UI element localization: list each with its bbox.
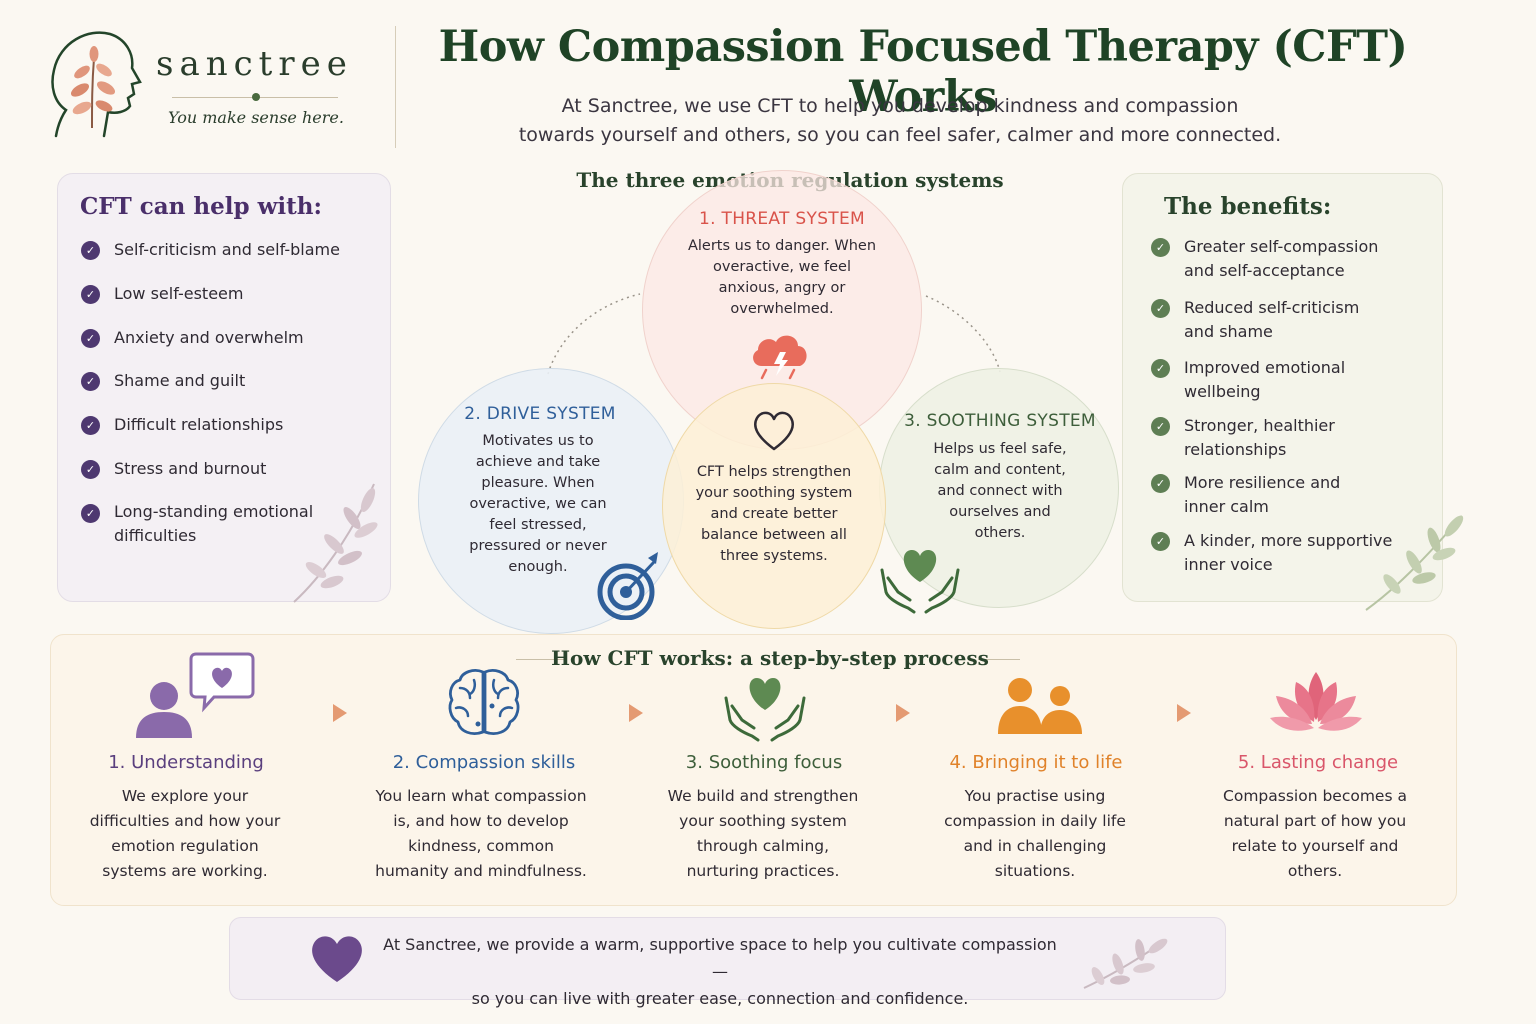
check-icon: ✓ bbox=[1151, 417, 1170, 436]
step-title: 3. Soothing focus bbox=[685, 752, 843, 773]
step-title: 2. Compassion skills bbox=[392, 752, 576, 773]
help-item: Shame and guilt bbox=[114, 371, 246, 390]
heart-icon bbox=[309, 932, 365, 988]
sanctree-logo-icon bbox=[48, 24, 144, 144]
benefit-item: Improved emotional wellbeing bbox=[1184, 358, 1346, 401]
leaf-sprig-icon bbox=[1082, 934, 1170, 994]
check-icon: ✓ bbox=[1151, 532, 1170, 551]
check-icon: ✓ bbox=[1151, 238, 1170, 257]
benefits-panel-title: The benefits: bbox=[1164, 193, 1332, 220]
step-text: Compassion becomes a natural part of how… bbox=[1223, 787, 1407, 880]
help-item: Self-criticism and self-blame bbox=[114, 240, 340, 259]
benefit-item: Stronger, healthier relationships bbox=[1184, 416, 1335, 459]
step-title: 5. Lasting change bbox=[1237, 752, 1399, 773]
center-balance-circle bbox=[662, 383, 886, 629]
help-panel-title: CFT can help with: bbox=[80, 193, 322, 220]
step-text: You practise using compassion in daily l… bbox=[944, 787, 1126, 880]
hands-heart-icon bbox=[878, 542, 962, 620]
check-icon: ✓ bbox=[81, 329, 100, 348]
heart-outline-icon bbox=[751, 409, 797, 457]
check-icon: ✓ bbox=[1151, 359, 1170, 378]
step-arrow-icon bbox=[629, 704, 643, 722]
step-title: 4. Bringing it to life bbox=[949, 752, 1123, 773]
center-balance-text: CFT helps strengthen your soothing syste… bbox=[695, 464, 853, 564]
person-speech-heart-icon bbox=[132, 648, 256, 744]
storm-cloud-icon bbox=[748, 330, 812, 386]
step-text: We build and strengthen your soothing sy… bbox=[667, 787, 859, 880]
header-divider bbox=[395, 26, 396, 148]
threat-system-text: Alerts us to danger. When overactive, we… bbox=[687, 238, 877, 317]
subtitle-line-2: towards yourself and others, so you can … bbox=[518, 124, 1282, 146]
benefits-panel bbox=[1122, 173, 1443, 602]
check-icon: ✓ bbox=[81, 285, 100, 304]
systems-connector-arcs bbox=[547, 293, 1001, 375]
leaf-sprig-icon bbox=[1364, 510, 1468, 616]
check-icon: ✓ bbox=[81, 504, 100, 523]
drive-system-text: Motivates us to achieve and take pleasur… bbox=[469, 433, 607, 575]
step-arrow-icon bbox=[896, 704, 910, 722]
benefit-item: Greater self-compassion and self-accepta… bbox=[1184, 237, 1379, 280]
brand-dot bbox=[252, 93, 260, 101]
lotus-icon bbox=[1266, 668, 1366, 742]
step-arrow-icon bbox=[1177, 704, 1191, 722]
check-icon: ✓ bbox=[81, 372, 100, 391]
two-people-icon bbox=[996, 676, 1086, 738]
footer-line-1: At Sanctree, we provide a warm, supporti… bbox=[383, 935, 1057, 981]
drive-system-title: 2. DRIVE SYSTEM bbox=[464, 404, 616, 424]
subtitle-line-1: At Sanctree, we use CFT to help you deve… bbox=[561, 95, 1239, 117]
help-item: Low self-esteem bbox=[114, 284, 244, 303]
help-panel bbox=[57, 173, 391, 602]
page-title: How Compassion Focused Therapy (CFT) Wor… bbox=[438, 22, 1408, 122]
brain-icon bbox=[446, 666, 522, 744]
leaf-sprig-icon bbox=[290, 478, 390, 608]
brand-name: sanctree bbox=[156, 44, 353, 84]
help-item: Anxiety and overwhelm bbox=[114, 328, 304, 347]
benefit-item: A kinder, more supportive inner voice bbox=[1184, 531, 1393, 574]
process-heading: How CFT works: a step-by-step process bbox=[551, 646, 989, 670]
hands-heart-icon bbox=[722, 672, 808, 748]
check-icon: ✓ bbox=[1151, 299, 1170, 318]
benefit-item: More resilience and inner calm bbox=[1184, 473, 1341, 516]
footer-panel bbox=[229, 917, 1226, 1000]
heading-rule-left bbox=[516, 659, 566, 660]
threat-system-title: 1. THREAT SYSTEM bbox=[698, 209, 865, 229]
soothing-system-title: 3. SOOTHING SYSTEM bbox=[904, 411, 1096, 431]
help-item: Long-standing emotional difficulties bbox=[114, 502, 314, 545]
step-text: We explore your difficulties and how you… bbox=[89, 787, 281, 880]
benefit-item: Reduced self-criticism and shame bbox=[1184, 298, 1360, 341]
step-arrow-icon bbox=[333, 704, 347, 722]
footer-text: At Sanctree, we provide a warm, supporti… bbox=[378, 931, 1062, 1012]
check-icon: ✓ bbox=[81, 241, 100, 260]
heading-rule-right bbox=[978, 659, 1020, 660]
target-icon bbox=[596, 548, 664, 624]
check-icon: ✓ bbox=[81, 460, 100, 479]
step-title: 1. Understanding bbox=[108, 752, 264, 773]
page-subtitle: At Sanctree, we use CFT to help you deve… bbox=[440, 92, 1360, 150]
check-icon: ✓ bbox=[81, 416, 100, 435]
help-item: Stress and burnout bbox=[114, 459, 267, 478]
check-icon: ✓ bbox=[1151, 474, 1170, 493]
step-text: You learn what compassion is, and how to… bbox=[375, 787, 587, 880]
help-item: Difficult relationships bbox=[114, 415, 284, 434]
footer-line-2: so you can live with greater ease, conne… bbox=[471, 989, 969, 1008]
soothing-system-text: Helps us feel safe, calm and content, an… bbox=[933, 441, 1067, 541]
brand-tagline: You make sense here. bbox=[168, 108, 344, 127]
